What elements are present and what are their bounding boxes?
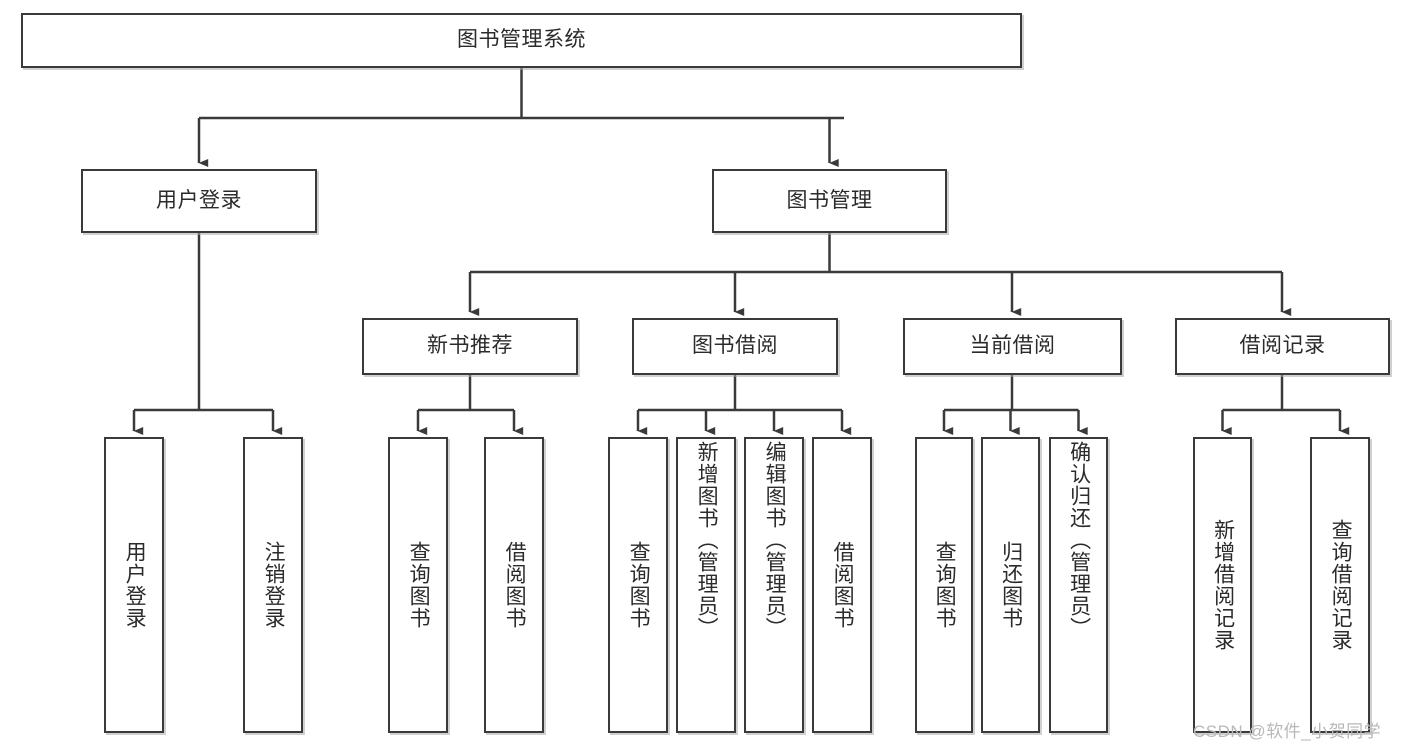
leaf-query-book-current[interactable]: 查询图书 — [915, 437, 973, 733]
leaf-confirm-return-admin[interactable]: 确认归还（管理员） — [1049, 437, 1108, 733]
leaf-user-login[interactable]: 用户登录 — [104, 437, 164, 733]
leaf-borrow-book-label: 借阅图书 — [831, 541, 855, 629]
leaf-add-book-admin[interactable]: 新增图书（管理员） — [676, 437, 736, 733]
leaf-confirm-return-admin-label: 确认归还（管理员） — [1067, 441, 1091, 639]
node-book-borrow[interactable]: 图书借阅 — [632, 318, 838, 375]
leaf-logout-label: 注销登录 — [262, 541, 286, 629]
leaf-query-book-borrow[interactable]: 查询图书 — [608, 437, 668, 733]
leaf-query-book-borrow-label: 查询图书 — [627, 541, 651, 629]
leaf-edit-book-admin[interactable]: 编辑图书（管理员） — [744, 437, 804, 733]
node-user-login-label: 用户登录 — [156, 188, 242, 212]
leaf-add-borrow-record-label: 新增借阅记录 — [1211, 519, 1235, 651]
leaf-query-book-recommend-label: 查询图书 — [407, 541, 431, 629]
node-book-management[interactable]: 图书管理 — [712, 169, 947, 233]
node-borrow-record-label: 借阅记录 — [1239, 334, 1326, 358]
node-root-label: 图书管理系统 — [457, 28, 586, 52]
leaf-add-book-admin-label: 新增图书（管理员） — [695, 441, 719, 639]
leaf-query-borrow-record[interactable]: 查询借阅记录 — [1310, 437, 1370, 733]
node-root[interactable]: 图书管理系统 — [21, 13, 1022, 68]
node-borrow-record[interactable]: 借阅记录 — [1175, 318, 1390, 375]
leaf-logout[interactable]: 注销登录 — [243, 437, 303, 733]
node-new-book-recommend[interactable]: 新书推荐 — [362, 318, 578, 375]
node-user-login[interactable]: 用户登录 — [81, 169, 317, 233]
csdn-watermark: CSDN @软件_小贺同学 — [1193, 722, 1382, 741]
leaf-borrow-book-recommend-label: 借阅图书 — [503, 541, 527, 629]
leaf-query-book-current-label: 查询图书 — [933, 541, 957, 629]
leaf-edit-book-admin-label: 编辑图书（管理员） — [763, 441, 787, 639]
node-book-borrow-label: 图书借阅 — [692, 334, 778, 358]
leaf-query-book-recommend[interactable]: 查询图书 — [388, 437, 448, 733]
leaf-borrow-book-recommend[interactable]: 借阅图书 — [484, 437, 544, 733]
node-current-borrow[interactable]: 当前借阅 — [903, 318, 1122, 375]
node-book-management-label: 图书管理 — [786, 188, 873, 212]
node-new-book-recommend-label: 新书推荐 — [427, 334, 513, 358]
leaf-user-login-label: 用户登录 — [123, 541, 147, 629]
leaf-return-book[interactable]: 归还图书 — [981, 437, 1040, 733]
leaf-add-borrow-record[interactable]: 新增借阅记录 — [1193, 437, 1252, 733]
leaf-return-book-label: 归还图书 — [999, 541, 1023, 629]
leaf-query-borrow-record-label: 查询借阅记录 — [1329, 519, 1353, 651]
node-current-borrow-label: 当前借阅 — [969, 334, 1056, 358]
leaf-borrow-book[interactable]: 借阅图书 — [812, 437, 872, 733]
